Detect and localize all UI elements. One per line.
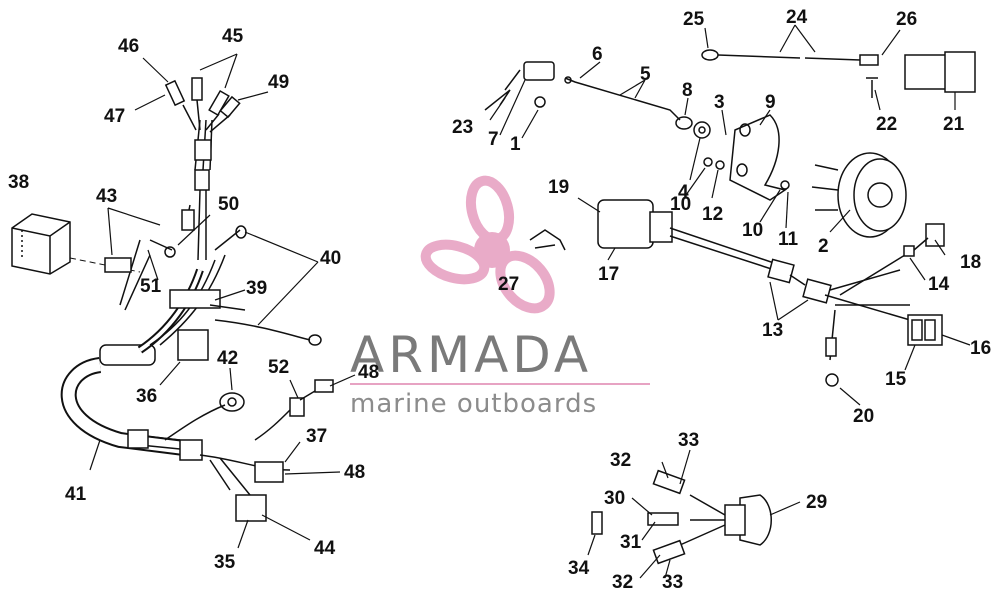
callout-49: 49 (268, 72, 289, 93)
part-17-13-harness (597, 199, 945, 387)
callout-24: 24 (786, 7, 808, 28)
leader-lines (89, 24, 971, 579)
callout-43: 43 (96, 186, 117, 207)
callout-16: 16 (970, 338, 991, 359)
part-9-bracket (693, 114, 790, 201)
callout-37: 37 (306, 426, 327, 447)
callout-10a: 10 (670, 194, 691, 215)
callout-26: 26 (896, 9, 917, 30)
callout-2: 2 (818, 236, 829, 257)
callout-11: 11 (778, 229, 799, 250)
callout-23: 23 (452, 117, 473, 138)
callout-42: 42 (217, 348, 238, 369)
part-21-22 (866, 51, 976, 98)
callout-30: 30 (604, 488, 625, 509)
callout-48a: 48 (358, 362, 379, 383)
part-38-relay (11, 213, 141, 275)
part-29-switch (591, 469, 772, 565)
callout-35: 35 (214, 552, 236, 573)
callout-4: 4 (678, 182, 689, 203)
callout-6: 6 (592, 44, 603, 65)
callout-52: 52 (268, 357, 289, 378)
callout-labels: 1 2 3 4 5 6 7 8 9 10 10 11 12 13 14 15 1… (8, 7, 991, 593)
callout-38: 38 (8, 172, 29, 193)
callout-13: 13 (762, 320, 783, 341)
callout-45: 45 (222, 26, 244, 47)
callout-19: 19 (548, 177, 569, 198)
callout-44: 44 (314, 538, 336, 559)
callout-1: 1 (510, 134, 521, 155)
callout-46: 46 (118, 36, 139, 57)
callout-39: 39 (246, 278, 267, 299)
part-7-23-clip (484, 61, 555, 111)
callout-36: 36 (136, 386, 157, 407)
callout-48b: 48 (344, 462, 365, 483)
callout-21: 21 (943, 114, 965, 135)
callout-5: 5 (640, 64, 651, 85)
callout-34: 34 (568, 558, 590, 579)
callout-27: 27 (498, 274, 519, 295)
callout-32a: 32 (610, 450, 631, 471)
part-24-lead (701, 49, 879, 66)
callout-22: 22 (876, 114, 897, 135)
part-drawings (11, 24, 976, 579)
callout-33b: 33 (662, 572, 683, 593)
callout-18: 18 (960, 252, 981, 273)
callout-20: 20 (853, 406, 874, 427)
callout-9: 9 (765, 92, 776, 113)
callout-17: 17 (598, 264, 619, 285)
callout-29: 29 (806, 492, 827, 513)
callout-10b: 10 (742, 220, 763, 241)
part-42-ring-terminal (164, 392, 245, 441)
armada-logo-watermark: ARMADA marine outboards (350, 175, 650, 419)
part-45-47-connectors (164, 77, 241, 133)
part-2-gauge (811, 152, 907, 238)
callout-41: 41 (65, 484, 87, 505)
propeller-logo (420, 175, 555, 314)
callout-32b: 32 (612, 572, 633, 593)
callout-31: 31 (620, 532, 642, 553)
callout-25: 25 (683, 9, 705, 30)
watermark-brand: ARMADA (350, 326, 592, 384)
callout-33a: 33 (678, 430, 699, 451)
callout-15: 15 (885, 369, 907, 390)
callout-51: 51 (140, 276, 162, 297)
callout-47: 47 (104, 106, 125, 127)
callout-14: 14 (928, 274, 950, 295)
callout-50: 50 (218, 194, 239, 215)
callout-7: 7 (488, 129, 499, 150)
part-41-main-harness (60, 119, 334, 522)
part-27-clip (529, 229, 566, 251)
part-5-cable (564, 76, 693, 130)
watermark-tagline: marine outboards (350, 389, 597, 419)
callout-3: 3 (714, 92, 725, 113)
callout-8: 8 (682, 80, 693, 101)
callout-12: 12 (702, 204, 723, 225)
callout-40: 40 (320, 248, 341, 269)
